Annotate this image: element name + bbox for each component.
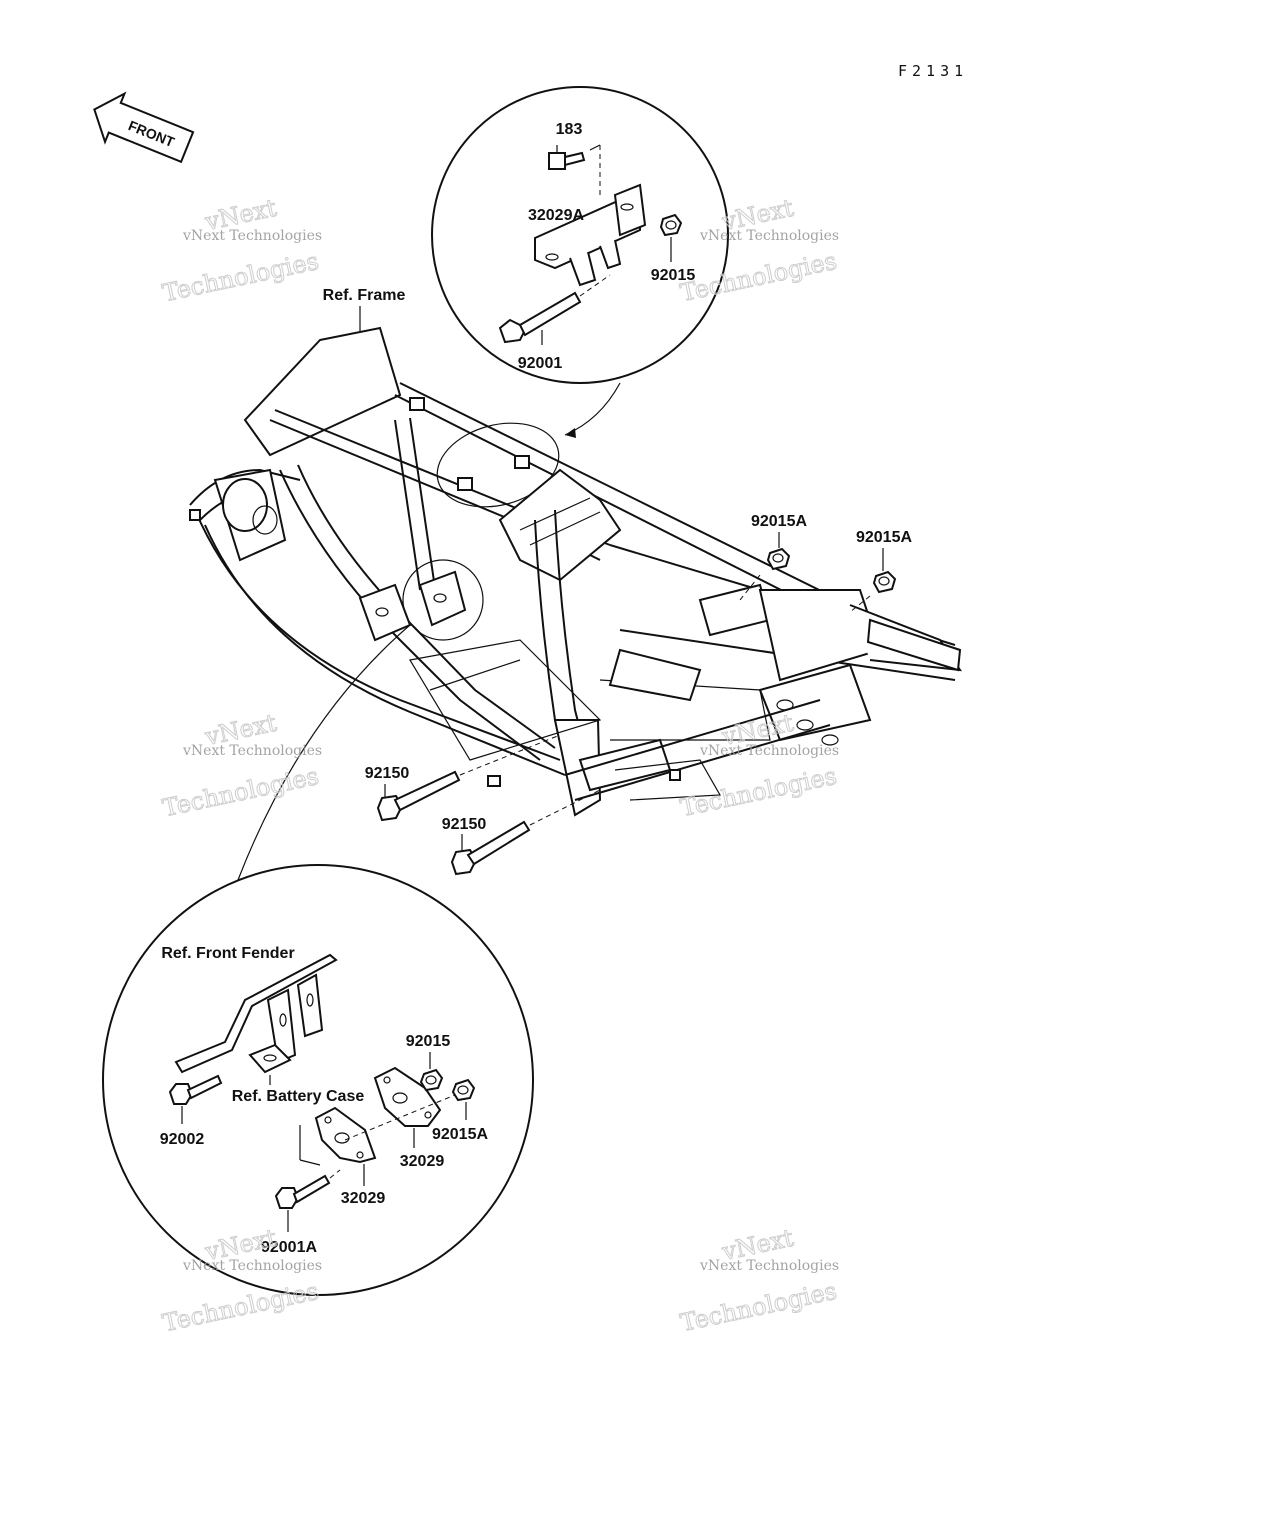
bolt-92001A bbox=[274, 1174, 331, 1209]
nut-92015A-3 bbox=[451, 1078, 476, 1102]
svg-text:vNext Technologies: vNext Technologies bbox=[699, 1258, 839, 1274]
label-32029A: 32029A bbox=[528, 207, 584, 224]
bolt-183 bbox=[548, 151, 586, 170]
label-92001: 92001 bbox=[518, 355, 563, 372]
svg-text:vNext Technologies: vNext Technologies bbox=[182, 743, 322, 759]
battery-case-bracket bbox=[248, 1043, 292, 1074]
bracket-32029A bbox=[534, 183, 647, 287]
svg-text:vNext Technologies: vNext Technologies bbox=[699, 228, 839, 244]
label-92015A-2: 92015A bbox=[856, 529, 912, 546]
bolt-92150-1 bbox=[376, 770, 461, 822]
nut-92015-bottom bbox=[419, 1068, 444, 1092]
svg-text:Technologies: Technologies bbox=[160, 1277, 321, 1337]
bolt-92002 bbox=[168, 1074, 223, 1105]
top-detail-callout: 183 32029A 92015 92001 bbox=[431, 86, 729, 384]
label-32029-1: 32029 bbox=[400, 1153, 445, 1170]
label-92150-2: 92150 bbox=[442, 816, 487, 833]
label-ref-frame: Ref. Frame bbox=[323, 287, 406, 304]
front-fender-bracket bbox=[174, 953, 338, 1074]
label-92015-top: 92015 bbox=[651, 267, 696, 284]
watermark-1: vNext vNext Technologies Technologies bbox=[159, 193, 322, 308]
bottom-detail-callout: Ref. Front Fender Ref. Battery Case 9200… bbox=[102, 864, 534, 1296]
watermark-2: vNext vNext Technologies Technologies bbox=[677, 193, 839, 308]
label-92015-bottom: 92015 bbox=[406, 1033, 451, 1050]
svg-text:Technologies: Technologies bbox=[678, 247, 839, 307]
label-92015A-3: 92015A bbox=[432, 1126, 488, 1143]
label-92001A: 92001A bbox=[261, 1239, 317, 1256]
motorcycle-frame bbox=[189, 326, 963, 817]
svg-text:vNext Technologies: vNext Technologies bbox=[699, 743, 839, 759]
label-ref-front-fender: Ref. Front Fender bbox=[161, 945, 294, 962]
bolt-92150-2 bbox=[450, 820, 531, 876]
svg-text:vNext Technologies: vNext Technologies bbox=[182, 228, 322, 244]
plate-32029-upper bbox=[373, 1066, 442, 1127]
plate-32029-lower bbox=[314, 1106, 377, 1164]
label-32029-2: 32029 bbox=[341, 1190, 386, 1207]
watermark-3: vNext vNext Technologies Technologies bbox=[159, 708, 322, 823]
nut-92015-top bbox=[659, 213, 683, 237]
label-183: 183 bbox=[556, 121, 583, 138]
nut-92015A-1 bbox=[766, 547, 791, 571]
svg-text:Technologies: Technologies bbox=[678, 1277, 839, 1337]
svg-text:vNext Technologies: vNext Technologies bbox=[182, 1258, 322, 1274]
svg-text:Technologies: Technologies bbox=[160, 762, 321, 822]
svg-text:Technologies: Technologies bbox=[160, 247, 321, 307]
label-92150-1: 92150 bbox=[365, 765, 410, 782]
front-arrow-icon: FRONT bbox=[93, 91, 195, 164]
watermark-6: vNext vNext Technologies Technologies bbox=[677, 1223, 839, 1338]
figure-code: F2131 bbox=[898, 62, 968, 80]
label-92002: 92002 bbox=[160, 1131, 205, 1148]
label-ref-battery-case: Ref. Battery Case bbox=[232, 1088, 365, 1105]
label-92015A-1: 92015A bbox=[751, 513, 807, 530]
bolt-92001 bbox=[498, 291, 582, 344]
svg-text:Technologies: Technologies bbox=[678, 762, 839, 822]
nut-92015A-2 bbox=[872, 570, 897, 594]
